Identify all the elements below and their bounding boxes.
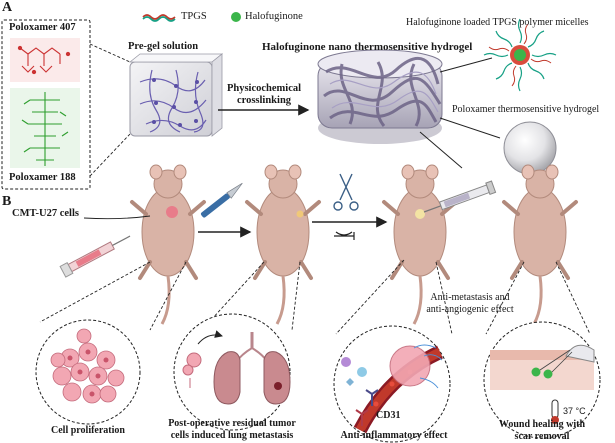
dashed-link-bottom: [89, 133, 131, 177]
postop-label-line1: Post-operative residual tumor: [168, 418, 296, 429]
pregel-cube: [128, 53, 224, 137]
anti-metastasis-label-line1: Anti-metastasis and: [430, 292, 510, 303]
cmt-cells-label: CMT-U27 cells: [12, 208, 79, 219]
anti-metastasis-label-line2: anti-angiogenic effect: [426, 304, 514, 315]
scissors-icon: [333, 173, 359, 211]
panel-label-a: A: [2, 0, 13, 15]
tumor-mouse-1: [166, 206, 178, 218]
panel-label-b: B: [2, 194, 12, 209]
syringe-right: [423, 180, 497, 213]
lung-metastasis-panel: [173, 313, 291, 431]
link-to-syringe: [419, 131, 463, 169]
micelles-label: Halofuginone loaded TPGS polymer micelle…: [406, 17, 589, 28]
zoom-lines: [39, 259, 591, 335]
inhibit-symbol: [334, 231, 355, 240]
cell-proliferation-label: Cell proliferation: [51, 425, 125, 436]
halofuginone-legend-icon: [231, 12, 241, 22]
mouse-4: [502, 164, 578, 325]
mouse-2: [245, 164, 321, 325]
wound-healing-panel: [483, 321, 601, 439]
tpgs-legend-icon: [142, 14, 176, 22]
halofuginone-legend-label: Halofuginone: [245, 11, 303, 22]
residual-tumor-mouse-2: [296, 210, 304, 218]
poloxamer-hydrogel-label: Poloxamer thermosensitive hydrogel: [452, 104, 600, 115]
syringe-left: [59, 235, 131, 278]
scalpel-icon: [200, 182, 243, 218]
treated-site-mouse-3: [415, 209, 425, 219]
tpgs-legend-label: TPGS: [181, 11, 207, 22]
hydrogel-title: Halofuginone nano thermosensitive hydrog…: [262, 41, 473, 53]
link-to-micelle: [439, 57, 493, 73]
anti-inflammatory-panel: [333, 325, 451, 443]
hydrogel-tangle: [317, 49, 443, 144]
wound-healing-label-line2: scar removal: [514, 431, 570, 442]
micelle: [483, 18, 557, 92]
temperature-label: 37 °C: [563, 406, 586, 416]
crosslinking-label-line2: crosslinking: [236, 95, 292, 106]
anti-inflammatory-label: Anti-inflammatory effect: [340, 430, 448, 441]
cell-proliferation-panel: [35, 319, 141, 425]
wound-healing-label-line1: Wound healing with: [498, 419, 586, 430]
mouse-1: [130, 164, 206, 325]
pregel-label: Pre-gel solution: [128, 41, 199, 52]
link-to-sphere: [439, 117, 501, 139]
poloxamer-188-structure: [10, 88, 80, 168]
postop-label-line2: cells induced lung metastasis: [170, 430, 294, 441]
poloxamer-188-label: Poloxamer 188: [9, 172, 76, 183]
mouse-3: [382, 164, 458, 325]
poloxamer-407-label: Poloxamer 407: [9, 22, 76, 33]
arrow-cells-to-mouse: [83, 215, 151, 220]
poloxamer-407-structure: [10, 38, 80, 82]
dashed-link-top: [89, 43, 131, 63]
cd31-label: CD31: [376, 410, 401, 421]
crosslinking-label-line1: Physicochemical: [226, 83, 302, 94]
